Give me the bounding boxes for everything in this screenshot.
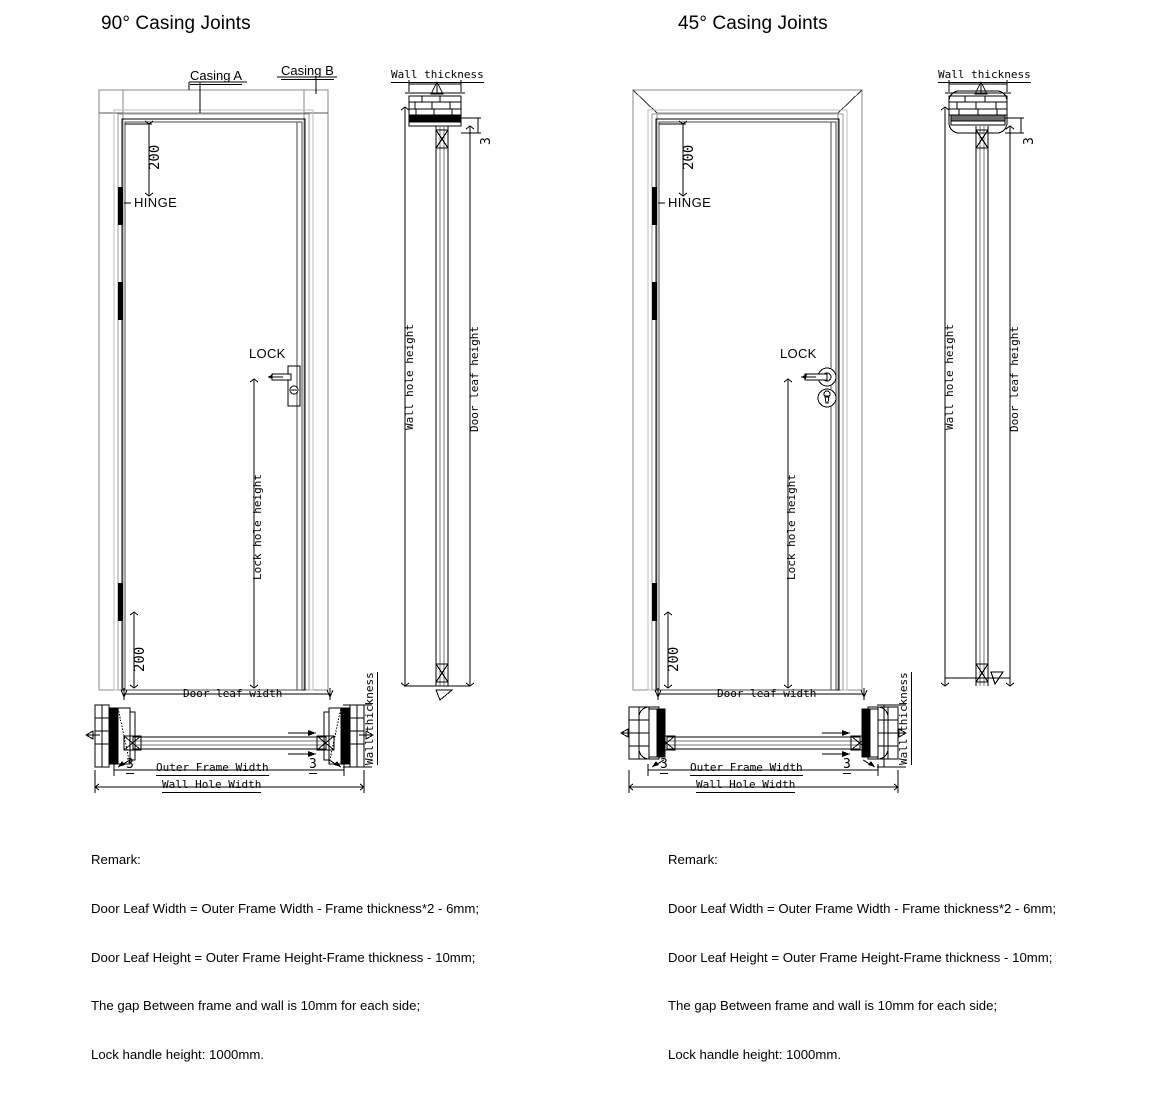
hinge-label-45: HINGE [668,195,712,210]
plan-break-symbols-45 [657,735,869,751]
dimension-gap-3-right-45 [862,759,876,768]
drawing-45 [619,80,1024,793]
section-90 [400,80,481,701]
dimension-hinge-bottom-200-45 [663,611,673,689]
wall-thickness-label-plan: Wall thickness [363,672,378,765]
wall-thickness-label-section-45: Wall thickness [938,68,1031,83]
section-door-leaf-45 [945,126,1010,686]
plan-right-jamb-90 [323,704,375,768]
dimension-gap-3-45 [1005,117,1024,134]
plan-break-symbols-90 [123,735,335,751]
remark-line-4: Lock handle height: 1000mm. [91,1046,265,1062]
lock-assembly-45 [801,367,837,408]
wall-hole-width-label-45: Wall Hole Width [696,778,796,793]
dimension-lock-hole-height-90 [249,378,259,689]
dimension-hinge-top-200-45 [659,120,688,197]
dimension-outer-frame-width-45 [647,764,879,776]
door-leaf-width-label: Door leaf width [183,687,283,700]
dimension-door-leaf-height-90 [465,125,475,687]
lock-assembly-90 [268,365,301,407]
dimension-wall-hole-height-45 [940,106,950,687]
outer-frame-width-label-45: Outer Frame Width [690,761,803,776]
plan-gap-3-right-label-45: 3 [843,757,851,774]
section-door-leaf-90 [404,126,470,701]
hinge-top-dimension-label: 200 [147,144,163,170]
wall-thickness-label-plan-45: Wall thickness [897,672,912,765]
plan-gap-3-left-label-45: 3 [660,757,668,774]
hinge-group-45 [652,187,657,621]
remark-line-1-45: Door Leaf Width = Outer Frame Width - Fr… [668,901,1057,917]
section-break-symbol-top-45 [975,129,989,149]
remark-line-1: Door Leaf Width = Outer Frame Width - Fr… [91,901,480,917]
door-leaf-height-label-45: Door leaf height [1008,326,1021,432]
casing-b-label: Casing B [281,63,334,80]
plan-swing-arrows-90 [288,730,316,757]
dimension-gap-3-left-45 [651,759,665,768]
section-gap-3-label: 3 [479,137,494,145]
dimension-door-leaf-width-90 [120,688,334,700]
dimension-door-leaf-width-45 [654,688,868,700]
wall-hole-width-label: Wall Hole Width [162,778,262,793]
dimension-hinge-bottom-200 [129,611,139,689]
door-leaf-width-label-45: Door leaf width [717,687,817,700]
dimension-wall-hole-height-90 [400,106,410,687]
section-gap-3-label-45: 3 [1022,137,1037,145]
section-45 [940,80,1024,687]
dimension-wall-thickness-plan-45 [877,704,906,768]
wall-hole-height-label-45: Wall hole height [943,324,956,430]
dimension-door-leaf-height-45 [1005,125,1015,687]
lock-label: LOCK [249,346,286,361]
section-wall-head-45 [945,80,1011,134]
wall-thickness-label-section: Wall thickness [391,68,484,83]
remark-line-2-45: Door Leaf Height = Outer Frame Height-Fr… [668,949,1053,965]
drawing-90 [84,76,481,793]
casing-a-label: Casing A [190,68,243,85]
wall-hole-height-label: Wall hole height [403,324,416,430]
hinge-bottom-dimension-label: 200 [132,646,148,672]
lock-label-45: LOCK [780,346,817,361]
dimension-gap-3-90 [461,117,481,134]
remark-line-3-45: The gap Between frame and wall is 10mm f… [668,998,998,1014]
remark-line-4-45: Lock handle height: 1000mm. [668,1046,842,1062]
dimension-lock-hole-height-45 [783,378,793,689]
plan-45 [619,688,908,793]
dimension-wall-thickness-plan-90 [343,704,372,768]
hinge-label: HINGE [134,195,178,210]
hinge-group-90 [118,187,123,621]
hinge-top-dimension-label-45: 200 [681,144,697,170]
section-wall-head-90 [405,80,465,127]
dimension-gap-3-left-90 [117,759,131,768]
dimension-gap-3-right-90 [328,759,342,768]
remark-heading-45: Remark: [668,852,718,868]
plan-left-jamb-45 [619,706,666,760]
remark-line-3: The gap Between frame and wall is 10mm f… [91,998,421,1014]
plan-right-jamb-45 [861,706,908,760]
elevation-door-leaf-45 [647,109,848,691]
section-break-symbol-bottom [435,663,449,683]
plan-gap-3-right-label: 3 [309,757,317,774]
hinge-bottom-dimension-label-45: 200 [666,646,682,672]
page-title-90: 90° Casing Joints [101,13,251,34]
door-leaf-height-label: Door leaf height [468,326,481,432]
remark-block-45: Remark: Door Leaf Width = Outer Frame Wi… [668,820,1056,1095]
dimension-wall-hole-width-45 [628,770,899,793]
panel-casing-45: 45° Casing Joints [577,0,1154,1062]
plan-gap-3-left-label: 3 [126,757,134,774]
page-title-45: 45° Casing Joints [678,13,828,34]
dimension-outer-frame-width-90 [113,764,345,776]
remark-line-2: Door Leaf Height = Outer Frame Height-Fr… [91,949,476,965]
lock-hole-height-label: Lock hole height [251,474,264,580]
remark-block-90: Remark: Door Leaf Width = Outer Frame Wi… [91,820,479,1095]
lock-hole-height-label-45: Lock hole height [785,474,798,580]
plan-swing-arrows-45 [822,730,850,757]
section-break-symbol-top [435,129,449,149]
remark-heading: Remark: [91,852,141,868]
outer-frame-width-label: Outer Frame Width [156,761,269,776]
section-break-symbol-bottom-45 [975,663,989,683]
plan-90 [84,688,375,793]
panel-casing-90: 90° Casing Joints [0,0,577,1062]
dimension-hinge-top-200 [125,120,154,197]
dimension-wall-hole-width-90 [94,770,365,793]
